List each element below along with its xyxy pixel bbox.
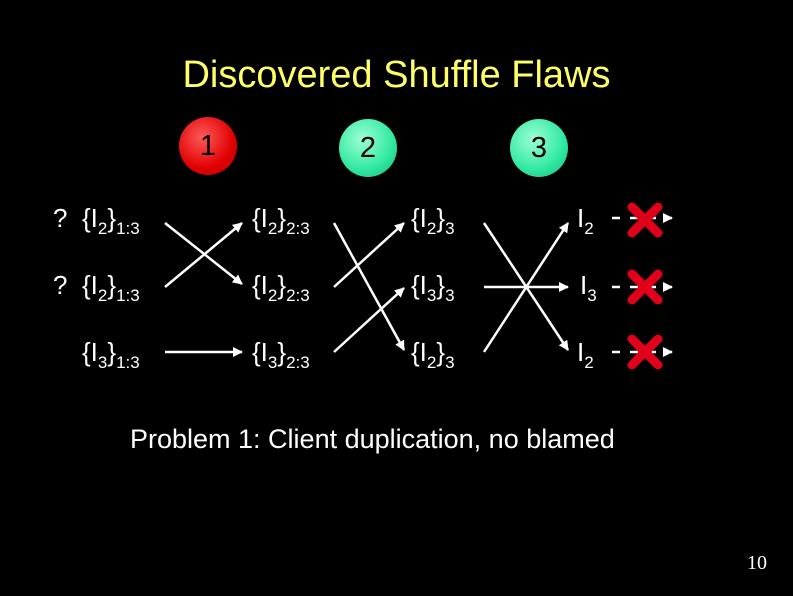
arrow-r2-to-r1-col2 xyxy=(333,222,405,288)
cell-r2-c1: {I2}1:3 xyxy=(82,270,140,305)
cell-r1-c3-value: 2 xyxy=(426,219,437,238)
output-r1: I2 xyxy=(577,203,594,238)
server-node-3: 3 xyxy=(510,119,568,177)
server-node-1: 1 xyxy=(179,117,237,175)
question-mark-row-1: ? xyxy=(53,203,68,233)
output-r1-value: 2 xyxy=(584,219,594,238)
cell-r1-c3-sub: 3 xyxy=(445,219,455,238)
output-r2: I3 xyxy=(580,270,597,305)
output-r3: I2 xyxy=(577,337,594,372)
cell-r2-c3-value: 3 xyxy=(426,286,437,305)
cell-r3-c1-sub: 1:3 xyxy=(116,353,140,372)
arrow-r3-to-r2-col2 xyxy=(333,287,405,353)
page-number: 10 xyxy=(747,552,767,574)
question-mark-row-2: ? xyxy=(53,270,68,300)
cell-r1-c1-value: 2 xyxy=(97,219,108,238)
cell-r2-c2: {I2}2:3 xyxy=(252,270,310,305)
cell-r2-c3-sub: 3 xyxy=(445,286,455,305)
cell-r3-c3: {I2}3 xyxy=(411,337,455,372)
node-2-label: 2 xyxy=(359,131,377,164)
cell-r3-c2-value: 3 xyxy=(267,353,278,372)
cell-r3-c3-value: 2 xyxy=(426,353,437,372)
output-r3-value: 2 xyxy=(584,353,594,372)
cell-r1-c2-sub: 2:3 xyxy=(286,219,310,238)
cell-r3-c1-value: 3 xyxy=(97,353,108,372)
cell-r1-c2-value: 2 xyxy=(267,219,278,238)
cell-r3-c2: {I3}2:3 xyxy=(252,337,310,372)
cell-r1-c2: {I2}2:3 xyxy=(252,203,310,238)
problem-statement: Problem 1: Client duplication, no blamed xyxy=(130,424,615,454)
cell-r1-c3: {I2}3 xyxy=(411,203,455,238)
node-3-label: 3 xyxy=(530,131,548,164)
cell-r2-c1-value: 2 xyxy=(97,286,108,305)
node-1-label: 1 xyxy=(199,129,217,162)
slide-title: Discovered Shuffle Flaws xyxy=(182,54,611,96)
cell-r2-c2-sub: 2:3 xyxy=(286,286,310,305)
cell-r1-c1: {I2}1:3 xyxy=(82,203,140,238)
cell-r3-c2-sub: 2:3 xyxy=(286,353,310,372)
cell-r2-c2-value: 2 xyxy=(267,286,278,305)
cell-r2-c3: {I3}3 xyxy=(411,270,455,305)
x-mark-icon xyxy=(627,334,663,370)
cell-r2-c1-sub: 1:3 xyxy=(116,286,140,305)
cell-r3-c1: {I3}1:3 xyxy=(82,337,140,372)
x-mark-icon xyxy=(627,202,663,238)
cell-r1-c1-sub: 1:3 xyxy=(116,219,140,238)
server-node-2: 2 xyxy=(339,119,397,177)
arrow-r2-to-r1-col1 xyxy=(164,222,243,288)
output-r2-value: 3 xyxy=(587,286,597,305)
x-mark-icon xyxy=(627,269,663,305)
arrow-r3-to-r1-col3 xyxy=(482,222,570,353)
cell-r3-c3-sub: 3 xyxy=(445,353,455,372)
arrow-r1-to-r3-col2 xyxy=(332,222,406,351)
